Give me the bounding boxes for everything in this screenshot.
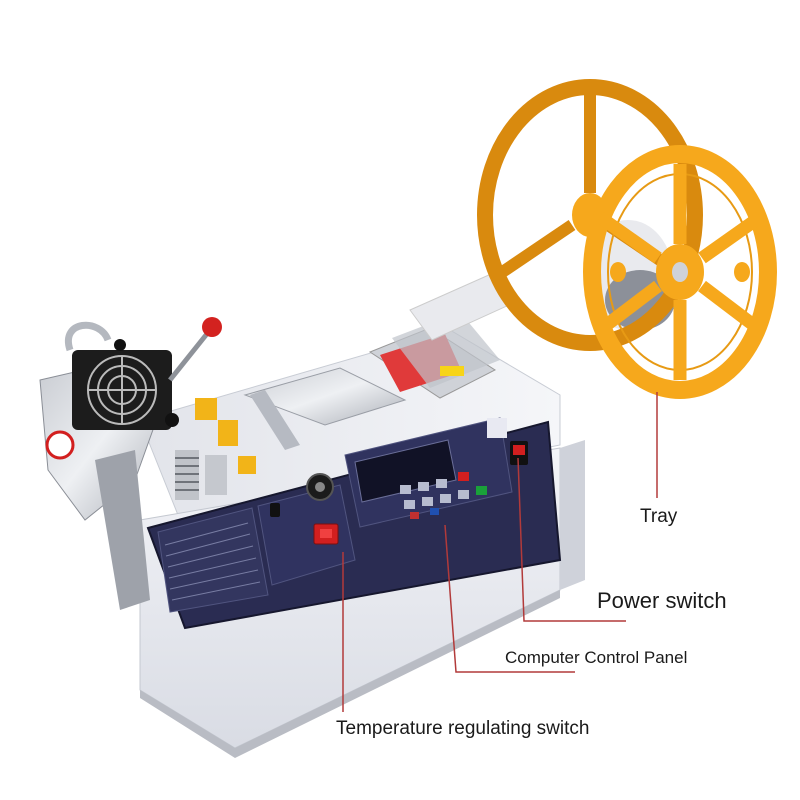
power-switch-label: Power switch <box>597 588 727 613</box>
computer-panel-leader-line <box>444 524 575 673</box>
power-switch-leader-line <box>517 457 626 622</box>
tray-reel <box>477 79 777 399</box>
heating-head <box>39 317 256 610</box>
leader-lines <box>342 392 658 712</box>
cutter-assembly <box>243 312 500 450</box>
computer-control-panel-label: Computer Control Panel <box>505 648 688 667</box>
tray-label: Tray <box>640 506 678 527</box>
computer-control-panel <box>146 417 562 630</box>
temperature-switch-label: Temperature regulating switch <box>336 718 590 739</box>
